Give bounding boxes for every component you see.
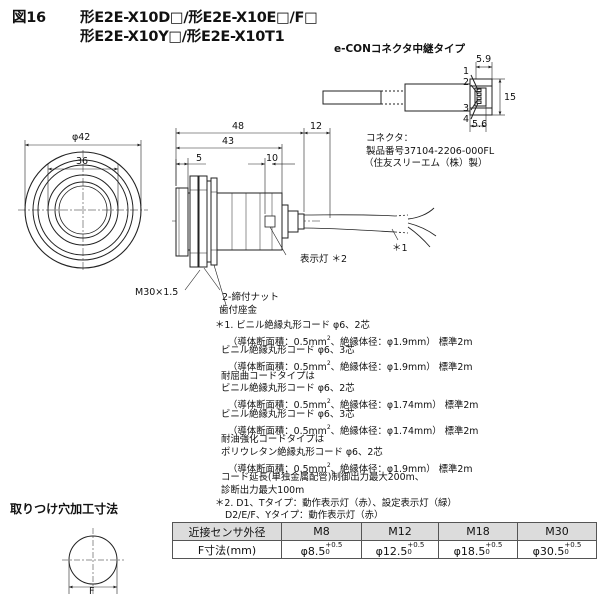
mounting-title: 取りつけ穴加工寸法 — [10, 502, 119, 516]
dim-48: 48 — [232, 121, 245, 132]
econ-pin-1: 1 — [463, 66, 470, 77]
dim-10: 10 — [266, 153, 279, 164]
dim-5: 5 — [196, 153, 203, 164]
table-header-cell: M18 — [438, 522, 518, 541]
washer-label: 歯付座金 — [219, 305, 258, 316]
note-2-line-1: ＊2. D1、Tタイプ：動作表示灯（赤）、設定表示灯（緑） — [215, 497, 457, 509]
note-1-line-8: ビニル絶縁丸形コード φ6、3芯 — [221, 408, 355, 420]
sensor-side-view — [172, 128, 437, 306]
note-1-line-13: コード延長(単独金属配管)制御出力最大200m、 — [221, 472, 425, 484]
dim-12: 12 — [310, 121, 323, 132]
cable-ref-label: ＊1 — [392, 243, 408, 254]
thread-label: M30×1.5 — [135, 287, 179, 298]
note-1-line-9: （導体断面積：0.5mm2、絶縁体径：φ1.74mm） 標準2m — [228, 423, 479, 437]
note-1-line-14: 診断出力最大100m — [221, 484, 305, 496]
table-row-label: F寸法(mm) — [172, 540, 282, 559]
mounting-hole-drawing — [62, 528, 124, 596]
model-line-2: 形E2E-X10Y□/形E2E-X10T1 — [80, 29, 285, 45]
note-1-line-10: 耐油強化コードタイプは — [221, 434, 325, 446]
dim-dia-42: φ42 — [72, 132, 91, 143]
econ-connector-drawing — [322, 62, 505, 132]
econ-connector-label: コネクタ： — [366, 133, 414, 144]
dim-36: 36 — [76, 156, 89, 167]
table-header-row: 近接センサ外径 M8 M12 M18 M30 — [172, 522, 597, 541]
table-header-cell: M12 — [361, 522, 439, 541]
figure-label: 図16 — [12, 10, 46, 26]
note-1-line-5: 耐屈曲コードタイプは — [221, 370, 315, 382]
indicator-lamp-label: 表示灯 ＊2 — [300, 254, 348, 265]
econ-product-no: 製品番号37104-2206-000FL — [366, 146, 495, 157]
nut-label: 2-締付ナット — [222, 292, 279, 303]
table-header-cell: M8 — [281, 522, 362, 541]
econ-dim-5-9: 5.9 — [476, 54, 492, 65]
table-header-cell: M30 — [517, 522, 597, 541]
dim-43: 43 — [222, 136, 235, 147]
econ-dim-5-6: 5.6 — [472, 119, 488, 130]
note-1-line-6: ビニル絶縁丸形コード φ6、2芯 — [221, 383, 355, 395]
note-1-line-4: （導体断面積：0.5mm2、絶縁体径：φ1.9mm） 標準2m — [228, 360, 473, 374]
econ-pin-3: 3 — [463, 103, 470, 114]
note-1-line-7: （導体断面積：0.5mm2、絶縁体径：φ1.74mm） 標準2m — [228, 398, 479, 412]
econ-pin-2: 2 — [463, 77, 470, 88]
note-2-line-2: D2/E/F、Yタイプ：動作表示灯（赤） — [225, 510, 384, 522]
note-1-line-11: ポリウレタン絶縁丸形コード φ6、2芯 — [221, 446, 383, 458]
econ-pin-4: 4 — [463, 114, 470, 125]
sensor-front-view — [18, 140, 148, 272]
econ-maker: （住友スリーエム（株）製） — [364, 158, 488, 169]
note-1-line-1: ＊1. ビニル絶縁丸形コード φ6、2芯 — [215, 320, 370, 331]
f-dimension-label: F — [89, 586, 95, 597]
note-1-line-12: （導体断面積：0.5mm2、絶縁体径：φ1.9mm） 標準2m — [228, 461, 473, 475]
note-1-line-3: ビニル絶縁丸形コード φ6、3芯 — [221, 345, 355, 357]
econ-title: e-CONコネクタ中継タイプ — [334, 43, 465, 55]
notes-block: ＊1. ビニル絶縁丸形コード φ6、2芯 （導体断面積：0.5mm2、絶縁体径：… — [215, 320, 478, 523]
model-line-1: 形E2E-X10D□/形E2E-X10E□/F□ — [80, 10, 318, 26]
table-header-cell: 近接センサ外径 — [172, 522, 282, 541]
note-1-line-2: （導体断面積：0.5mm2、絶縁体径：φ1.9mm） 標準2m — [228, 334, 473, 348]
econ-dim-15: 15 — [504, 92, 517, 103]
